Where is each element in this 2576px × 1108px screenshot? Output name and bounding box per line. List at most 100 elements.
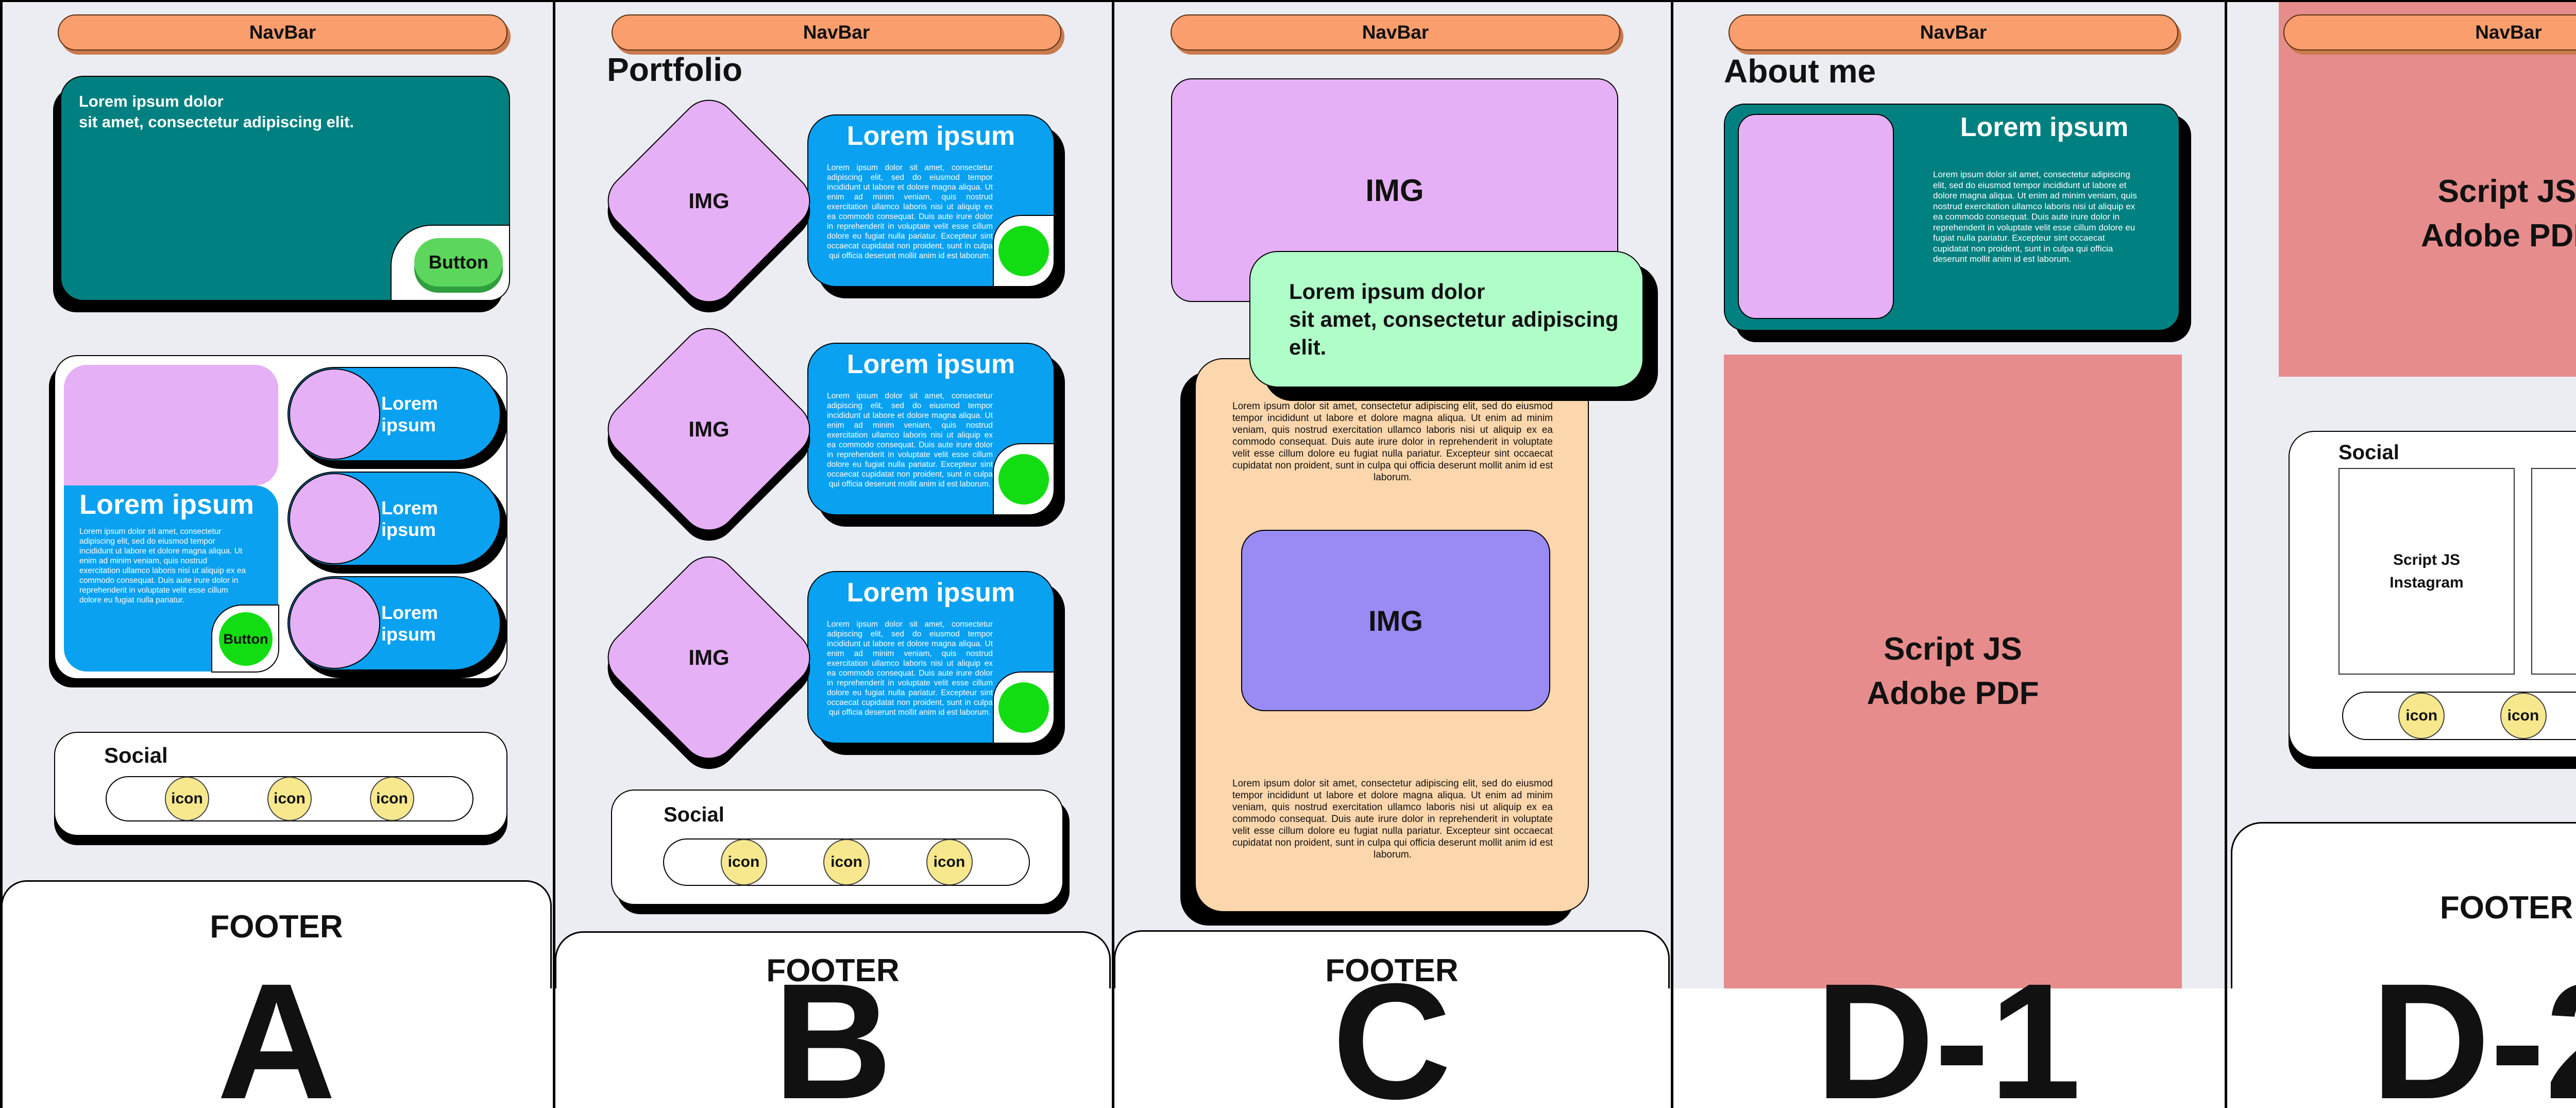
social-icon-bar: icon icon icon	[106, 776, 473, 821]
list-item-label: Lorem ipsum	[381, 497, 438, 540]
article-paragraph: Lorem ipsum dolor sit amet, consectetur …	[1232, 778, 1553, 860]
portfolio-action-dot[interactable]	[998, 682, 1049, 733]
panel-divider	[1671, 0, 1673, 1108]
avatar	[289, 578, 380, 669]
social-icon[interactable]: icon	[370, 777, 414, 821]
social-icon[interactable]: icon	[165, 777, 209, 821]
script-embed-block: Script JS Adobe PDF	[2279, 0, 2576, 377]
script-line1: Script JS	[1884, 631, 2022, 667]
panel-divider	[0, 0, 3, 1108]
social-icon[interactable]: icon	[2398, 693, 2445, 739]
image-placeholder-label: IMG	[688, 645, 730, 669]
social-icon-bar: icon icon icon	[2342, 692, 2576, 740]
panel-divider	[553, 0, 555, 1108]
board-top-border	[0, 0, 2576, 2]
avatar	[289, 368, 380, 460]
portfolio-card-body: Lorem ipsum Lorem ipsum dolor sit amet, …	[807, 571, 1055, 744]
feature-button[interactable]: Button	[219, 612, 273, 666]
list-item: Lorem ipsum	[287, 367, 501, 461]
navbar[interactable]: NavBar	[1728, 14, 2178, 51]
social-icon[interactable]: icon	[823, 839, 870, 885]
about-card: Lorem ipsum Lorem ipsum dolor sit amet, …	[1724, 104, 2180, 331]
portfolio-body-text: Lorem ipsum dolor sit amet, consectetur …	[827, 620, 993, 717]
avatar	[289, 473, 380, 564]
portfolio-action-dot[interactable]	[998, 454, 1049, 505]
portfolio-corner-cutout	[993, 215, 1055, 287]
feature-image-placeholder	[64, 365, 278, 485]
navbar-label: NavBar	[2475, 22, 2542, 43]
script-line2: Adobe PDF	[2420, 217, 2576, 254]
portfolio-card: Lorem ipsum Lorem ipsum dolor sit amet, …	[554, 544, 1112, 771]
feature-button-label: Button	[223, 631, 268, 647]
script-line1: Script JS	[2437, 173, 2576, 209]
navbar-label: NavBar	[249, 22, 316, 43]
portfolio-heading: Lorem ipsum	[846, 578, 1015, 608]
about-image-placeholder	[1738, 114, 1894, 319]
feature-text-block: Lorem ipsum Lorem ipsum dolor sit amet, …	[64, 485, 279, 673]
social-title: Social	[104, 743, 168, 767]
navbar[interactable]: NavBar	[2283, 14, 2576, 51]
article-card: Lorem ipsum dolor sit amet, consectetur …	[1195, 358, 1589, 912]
portfolio-card-body: Lorem ipsum Lorem ipsum dolor sit amet, …	[807, 114, 1055, 287]
panel-d1: NavBar About me Lorem ipsum Lorem ipsum …	[1672, 0, 2225, 1108]
panel-letter: D-2	[2371, 949, 2576, 1108]
social-icon[interactable]: icon	[720, 839, 767, 885]
social-section: Social icon icon icon	[54, 732, 507, 836]
portfolio-corner-cutout	[993, 443, 1055, 515]
social-icon[interactable]: icon	[926, 839, 973, 885]
feature-heading: Lorem ipsum	[79, 489, 255, 520]
hero-heading: Lorem ipsum dolor sit amet, consectetur …	[79, 91, 354, 132]
portfolio-heading: Lorem ipsum	[846, 349, 1015, 379]
navbar-label: NavBar	[803, 22, 870, 43]
list-item-label: Lorem ipsum	[381, 601, 438, 645]
toast-line1: Lorem ipsum dolor	[1289, 279, 1485, 304]
footer-label: FOOTER	[1325, 953, 1459, 988]
social-icon[interactable]: icon	[267, 777, 312, 821]
portfolio-corner-cutout	[993, 671, 1055, 744]
hero-button[interactable]: Button	[414, 238, 503, 287]
social-widget: Script JS Instagram	[2531, 468, 2576, 675]
social-section: Social icon icon icon	[611, 790, 1063, 905]
footer-label: FOOTER	[2439, 890, 2573, 926]
script-embed-text: Script JS Adobe PDF	[2279, 51, 2576, 377]
footer-label: FOOTER	[766, 953, 900, 988]
social-section: Social Script JS Instagram Script JS Ins…	[2289, 431, 2576, 758]
panel-a: NavBar Lorem ipsum dolor sit amet, conse…	[0, 0, 553, 1108]
social-icon[interactable]: icon	[2500, 693, 2547, 739]
script-line2: Adobe PDF	[1867, 676, 2039, 711]
list-item-label: Lorem ipsum	[381, 392, 438, 435]
panel-letter: D-1	[1815, 949, 2081, 1108]
page-title: Portfolio	[607, 51, 743, 88]
navbar[interactable]: NavBar	[612, 14, 1061, 51]
portfolio-card-body: Lorem ipsum Lorem ipsum dolor sit amet, …	[807, 343, 1055, 515]
panel-divider	[1112, 0, 1114, 1108]
toast-line2: sit amet, consectetur adipiscing elit.	[1289, 307, 1619, 359]
widget-line2: Instagram	[2389, 574, 2464, 591]
article-paragraph: Lorem ipsum dolor sit amet, consectetur …	[1232, 401, 1553, 483]
hero-heading-line2: sit amet, consectetur adipiscing elit.	[79, 113, 354, 131]
portfolio-action-dot[interactable]	[998, 226, 1049, 276]
hero-button-label: Button	[429, 251, 488, 273]
script-embed-block: Script JS Adobe PDF	[1724, 355, 2182, 988]
feature-card: Lorem ipsum Lorem ipsum dolor sit amet, …	[54, 355, 507, 679]
hero-heading-line1: Lorem ipsum dolor	[79, 92, 224, 110]
bottom-label-strip	[0, 988, 2576, 1108]
portfolio-body-text: Lorem ipsum dolor sit amet, consectetur …	[827, 163, 993, 260]
widget-line1: Script JS	[2393, 551, 2461, 568]
about-heading: Lorem ipsum	[1960, 112, 2129, 142]
panel-c: NavBar IMG Lorem ipsum dolor sit amet, c…	[1113, 0, 1671, 1108]
list-item: Lorem ipsum	[287, 576, 501, 670]
feature-corner-cutout: Button	[211, 605, 279, 673]
navbar-label: NavBar	[1362, 22, 1429, 43]
navbar[interactable]: NavBar	[1171, 14, 1620, 51]
footer-label: FOOTER	[210, 909, 343, 945]
about-body: Lorem ipsum dolor sit amet, consectetur …	[1933, 170, 2137, 264]
panel-d2: Script JS Adobe PDF NavBar Social Script…	[2226, 0, 2576, 1108]
social-title: Social	[2338, 441, 2399, 464]
navbar[interactable]: NavBar	[58, 14, 507, 51]
image-placeholder-label: IMG	[688, 417, 730, 441]
feature-body: Lorem ipsum dolor sit amet, consectetur …	[79, 527, 246, 605]
panel-letter: B	[773, 949, 893, 1108]
list-item: Lorem ipsum	[287, 472, 501, 566]
